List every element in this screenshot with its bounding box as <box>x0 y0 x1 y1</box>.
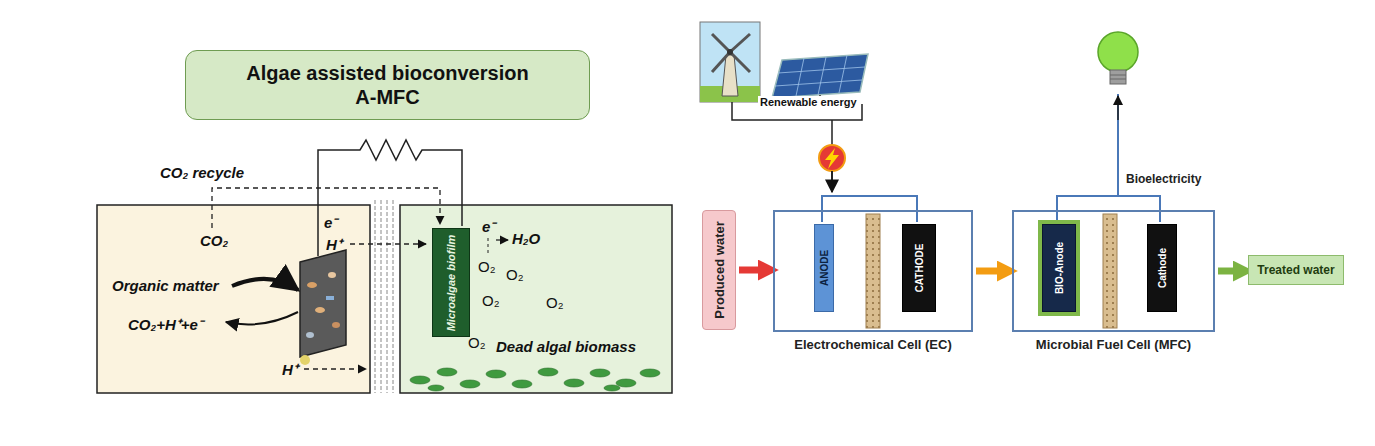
o2-flow <box>488 238 489 256</box>
annotation-label: e⁻ <box>482 216 495 236</box>
algal-biomass <box>410 368 660 391</box>
mfc-wire <box>1057 94 1160 222</box>
annotation-label: O₂ <box>506 266 524 283</box>
node-label: CATHODE <box>914 244 925 293</box>
flow-arrow <box>739 267 762 274</box>
electrode: BIO-Anode <box>1042 224 1076 312</box>
annotation-label: O₂ <box>482 292 500 309</box>
node-label: ANODE <box>819 250 830 286</box>
title-box: Algae assisted bioconversion A-MFC <box>185 50 590 120</box>
annotation-label: CO₂ <box>200 232 228 249</box>
flow-arrow <box>976 268 1001 275</box>
annotation-label: O₂ <box>478 258 496 275</box>
electron-flow <box>496 239 508 240</box>
proton-flow <box>350 243 426 244</box>
node-label: Cathode <box>1157 248 1168 288</box>
annotation-label: CO₂+H⁺+e⁻ <box>128 314 203 334</box>
reaction-arrow <box>226 312 298 324</box>
output-box: Treated water <box>1248 255 1344 285</box>
biofilm-electrode: Microalgae biofilm <box>432 228 470 337</box>
proton-flow <box>304 368 366 369</box>
light-bulb-icon <box>1098 32 1138 84</box>
reaction-arrow <box>232 279 298 290</box>
node-label: Microbial Fuel Cell (MFC) <box>1036 337 1191 352</box>
annotation-label: CO₂ recycle <box>160 164 244 181</box>
windmill-icon <box>700 22 760 102</box>
input-box: Produced water <box>702 210 736 330</box>
annotation-label: e⁻ <box>324 212 337 232</box>
annotation-label: O₂ <box>468 334 486 351</box>
ec-membrane <box>866 214 880 328</box>
electrode: Cathode <box>1147 224 1177 312</box>
electrode: ANODE <box>814 224 834 312</box>
annotation-label: Dead algal biomass <box>496 338 636 355</box>
annotation-label: O₂ <box>546 294 564 311</box>
node-label: BIO-Anode <box>1054 242 1065 294</box>
power-icon <box>819 145 845 171</box>
node-label: Produced water <box>712 221 727 319</box>
annotation-label: Organic matter <box>112 277 219 294</box>
mfc-membrane <box>1103 214 1117 328</box>
electrode: CATHODE <box>902 224 936 312</box>
anode-chamber <box>97 205 370 393</box>
anode-electrode <box>300 250 346 365</box>
annotation-label: H⁺ <box>282 359 298 379</box>
annotation-label: Renewable energy <box>758 96 859 108</box>
node-label: Treated water <box>1257 263 1334 277</box>
annotation-label: Bioelectricity <box>1126 172 1201 186</box>
annotation-label: H⁺ <box>326 234 342 254</box>
cell-box: Electrochemical Cell (EC)ANODECATHODE <box>773 210 973 332</box>
annotation-label: H₂O <box>512 230 540 247</box>
power-wire <box>732 102 862 145</box>
flow-arrow <box>1218 268 1237 275</box>
node-label: Electrochemical Cell (EC) <box>794 337 952 352</box>
cell-box: Microbial Fuel Cell (MFC)BIO-AnodeCathod… <box>1012 210 1215 332</box>
membrane <box>375 200 393 393</box>
node-label: Microalgae biofilm <box>445 234 457 331</box>
node-label: Algae assisted bioconversion A-MFC <box>238 61 538 109</box>
mfc-wire <box>1117 96 1119 120</box>
cathode-chamber <box>400 205 672 393</box>
power-wire <box>831 171 833 192</box>
